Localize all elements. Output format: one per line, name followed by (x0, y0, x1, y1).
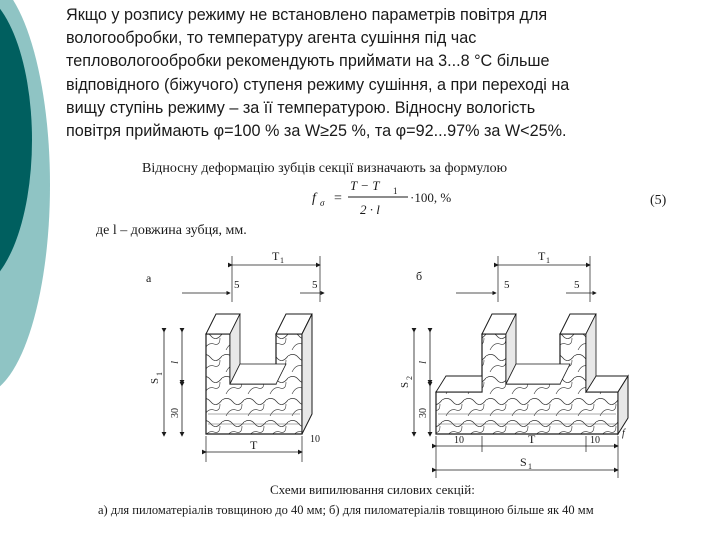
decorative-teal-shapes (0, 0, 70, 540)
fig-b-height-s: S (399, 382, 411, 388)
fig-a-height-s: S (149, 378, 161, 384)
fig-a-base-height: 30 (170, 408, 181, 418)
fig-a-gap-right: 5 (312, 279, 318, 291)
fig-a-top-dim-sub: 1 (280, 256, 284, 265)
paragraph-line: вологообробки, то температуру агента суш… (66, 29, 477, 48)
fig-b-gap-left: 5 (504, 279, 510, 291)
fig-b-width-s-sub: 1 (528, 462, 532, 471)
fig-a-height-l: l (169, 361, 181, 364)
fig-a-marker: а (146, 271, 152, 285)
formula-numerator: T − T (350, 178, 380, 193)
paragraph-line: тепловологообробки рекомендують приймати… (66, 52, 550, 71)
fig-b-width-s: S (520, 455, 527, 469)
caption-title: Схеми випилювання силових секцій: (270, 482, 475, 497)
fig-b-marker: б (416, 269, 422, 283)
formula-number: (5) (650, 193, 667, 208)
fig-b-base-height: 30 (418, 408, 429, 418)
fig-b-top-dim: T (538, 249, 546, 263)
paragraph-line: відповідного (біжучого) ступеня режиму с… (66, 75, 570, 94)
fig-b-bottom-dim: T (528, 432, 536, 446)
paragraph-line: повітря приймають φ=100 % за W≥25 %, та … (66, 122, 567, 141)
scanned-figure: Відносну деформацію зубців секції визнач… (96, 161, 667, 517)
caption-body: а) для пиломатеріалів товщиною до 40 мм;… (98, 503, 594, 517)
fig-b-corner: f (622, 428, 626, 439)
fig-b-height-s-sub: 2 (405, 376, 414, 380)
section-diagram-b: б T 1 5 5 S 2 l 30 (399, 249, 629, 478)
formula-lhs-sub: σ (320, 198, 325, 208)
fig-a-height-s-sub: 1 (155, 372, 164, 376)
intro-paragraph: Якщо у розпису режиму не встановлено пар… (66, 4, 716, 143)
paragraph-line: Якщо у розпису режиму не встановлено пар… (66, 6, 548, 24)
formula-tail: ·100, % (410, 190, 451, 205)
fig-b-bottom-left: 10 (454, 435, 464, 446)
formula-lhs: f (312, 191, 318, 206)
paragraph-line: вищу ступінь режиму – за її температурою… (66, 98, 536, 117)
fig-a-gap-left: 5 (234, 279, 240, 291)
fig-a-corner: 10 (310, 434, 320, 445)
fig-b-height-l: l (417, 361, 429, 364)
fig-b-gap-right: 5 (574, 279, 580, 291)
fig-b-top-dim-sub: 1 (546, 256, 550, 265)
dark-teal-shape (0, 8, 32, 272)
fig-b-bottom-right: 10 (590, 435, 600, 446)
fig-a-bottom-dim: T (250, 438, 258, 452)
where-text: де l – довжина зубця, мм. (96, 223, 247, 238)
formula-denominator: 2 · l (360, 202, 380, 217)
fig-a-top-dim: T (272, 249, 280, 263)
formula-equals: = (334, 191, 342, 206)
formula-intro: Відносну деформацію зубців секції визнач… (142, 161, 507, 176)
formula-numerator-sub: 1 (393, 186, 398, 196)
section-diagram-a: а T 1 5 5 S 1 l 30 (146, 249, 325, 462)
